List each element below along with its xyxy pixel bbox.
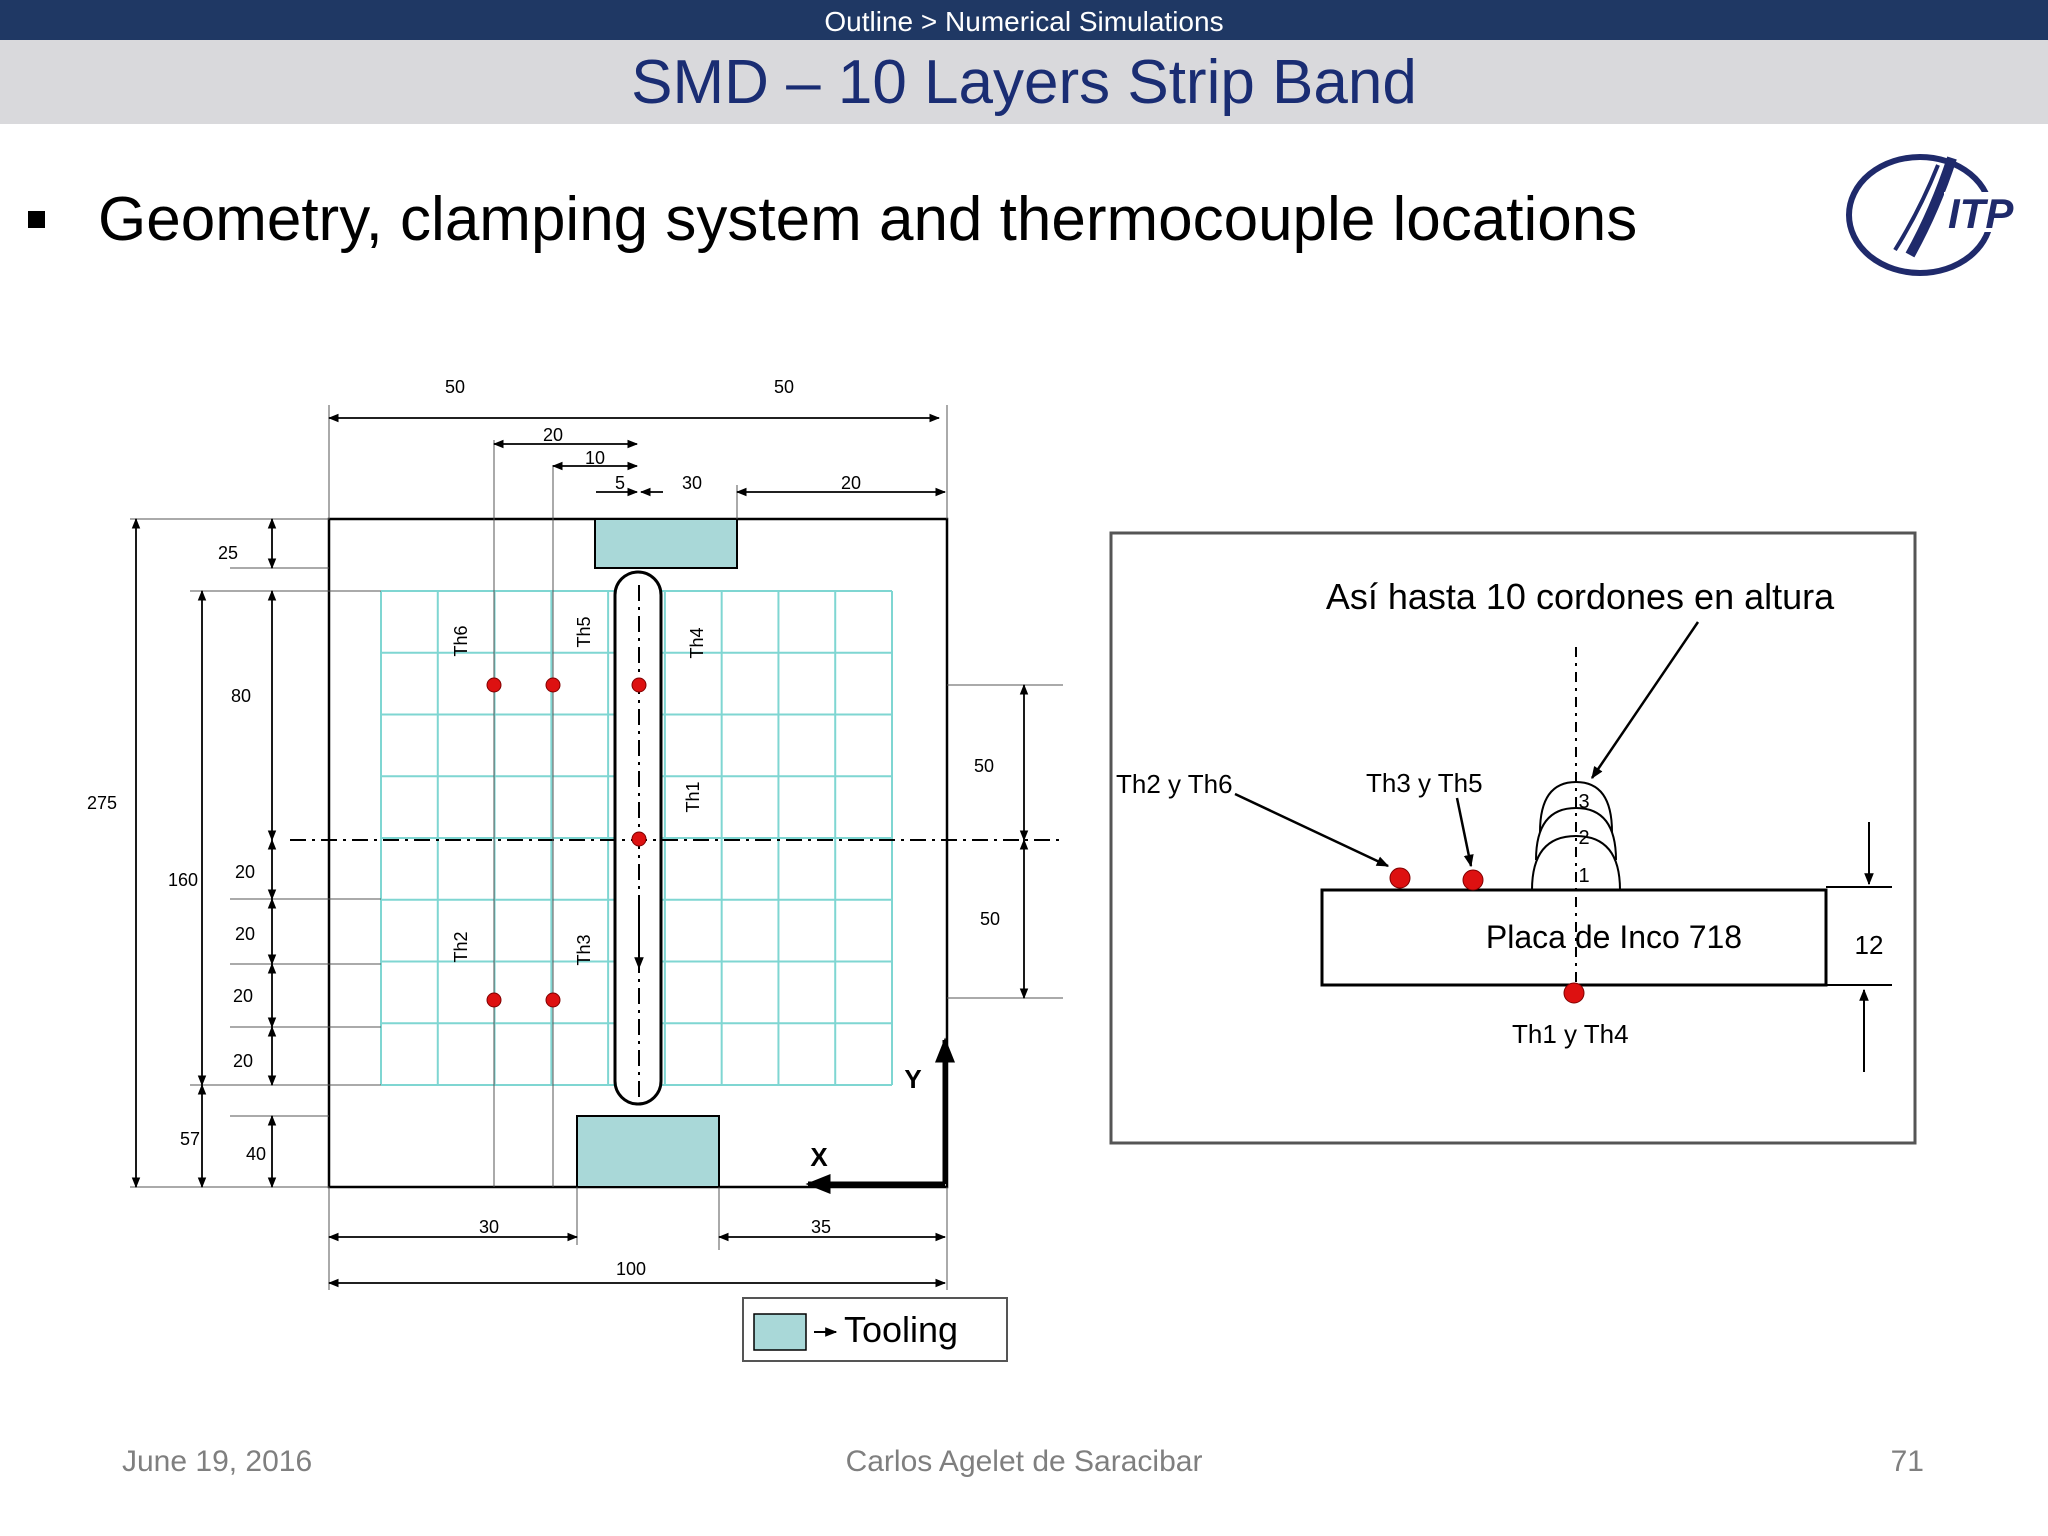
bullet-icon xyxy=(28,211,45,228)
marker-th6 xyxy=(486,677,502,693)
marker-th3 xyxy=(545,992,561,1008)
dim-left-20-d: 20 xyxy=(233,1051,253,1071)
legend-label: Tooling xyxy=(844,1309,958,1350)
dim-left-20-a: 20 xyxy=(235,862,255,882)
dim-bottom-100: 100 xyxy=(616,1259,646,1279)
dim-top-5: 5 xyxy=(615,473,625,493)
label-th3: Th3 xyxy=(574,934,594,965)
logo-swoosh-2 xyxy=(1893,164,1940,252)
breadcrumb: Outline > Numerical Simulations xyxy=(0,0,2048,40)
axis-y-label: Y xyxy=(904,1064,921,1094)
label-th6: Th6 xyxy=(451,625,471,656)
label-th2-th6: Th2 y Th6 xyxy=(1116,769,1233,799)
dim-top-20-right: 20 xyxy=(841,473,861,493)
legend: Tooling xyxy=(742,1297,1008,1362)
logo-swoosh xyxy=(1905,156,1957,258)
axes-indicator: Y X xyxy=(805,1037,955,1194)
section-diagram: Así hasta 10 cordones en altura Placa de… xyxy=(1109,531,1917,1145)
slide-title: SMD – 10 Layers Strip Band xyxy=(631,48,1417,117)
bead-3: 3 xyxy=(1578,791,1589,813)
label-th3-th5: Th3 y Th5 xyxy=(1366,768,1483,798)
dim-left-160: 160 xyxy=(168,870,198,890)
footer-page-number: 71 xyxy=(1890,1445,1924,1478)
logo-text: ITP xyxy=(1948,190,2014,237)
dim-left-275: 275 xyxy=(87,793,117,813)
legend-swatch xyxy=(753,1313,807,1351)
dim-top-20: 20 xyxy=(543,425,563,445)
bead-1: 1 xyxy=(1578,865,1589,887)
marker-th1 xyxy=(631,831,647,847)
dim-bottom-35: 35 xyxy=(811,1217,831,1237)
dim-left-57: 57 xyxy=(180,1129,200,1149)
dim-right-50-bottom: 50 xyxy=(980,909,1000,929)
marker-th2-th6 xyxy=(1389,867,1411,889)
note-layers: Así hasta 10 cordones en altura xyxy=(1326,576,1835,617)
label-th5: Th5 xyxy=(574,616,594,647)
marker-th1-th4 xyxy=(1563,982,1585,1004)
tooling-bottom xyxy=(576,1115,720,1188)
axis-x-label: X xyxy=(810,1142,828,1172)
dim-top-50-left: 50 xyxy=(445,377,465,397)
marker-th5 xyxy=(545,677,561,693)
footer-author: Carlos Agelet de Saracibar xyxy=(845,1445,1203,1478)
dim-bottom-30: 30 xyxy=(479,1217,499,1237)
itp-logo: ITP xyxy=(1846,154,2030,276)
dim-left-40: 40 xyxy=(246,1144,266,1164)
dim-left-20-c: 20 xyxy=(233,986,253,1006)
label-th1-th4: Th1 y Th4 xyxy=(1512,1019,1629,1049)
title-bar: SMD – 10 Layers Strip Band xyxy=(0,40,2048,124)
footer-date: June 19, 2016 xyxy=(122,1445,313,1478)
tooling-top xyxy=(594,518,738,569)
label-th4: Th4 xyxy=(687,627,707,658)
marker-th4 xyxy=(631,677,647,693)
bead-2: 2 xyxy=(1578,827,1589,849)
dim-top-10: 10 xyxy=(585,448,605,468)
label-th2: Th2 xyxy=(451,931,471,962)
inco-plate xyxy=(1320,888,1828,987)
marker-th2 xyxy=(486,992,502,1008)
bullet-text: Geometry, clamping system and thermocoup… xyxy=(98,185,1638,254)
dim-top-50-right: 50 xyxy=(774,377,794,397)
dim-right-50-top: 50 xyxy=(974,756,994,776)
plate-label: Placa de Inco 718 xyxy=(1486,919,1742,955)
section-frame xyxy=(1109,531,1917,1145)
marker-th3-th5 xyxy=(1462,869,1484,891)
dim-left-20-b: 20 xyxy=(235,924,255,944)
label-th1: Th1 xyxy=(683,781,703,812)
dim-top-30: 30 xyxy=(682,473,702,493)
dim-left-80: 80 xyxy=(231,686,251,706)
dim-left-25: 25 xyxy=(218,543,238,563)
thickness-label: 12 xyxy=(1855,930,1884,960)
